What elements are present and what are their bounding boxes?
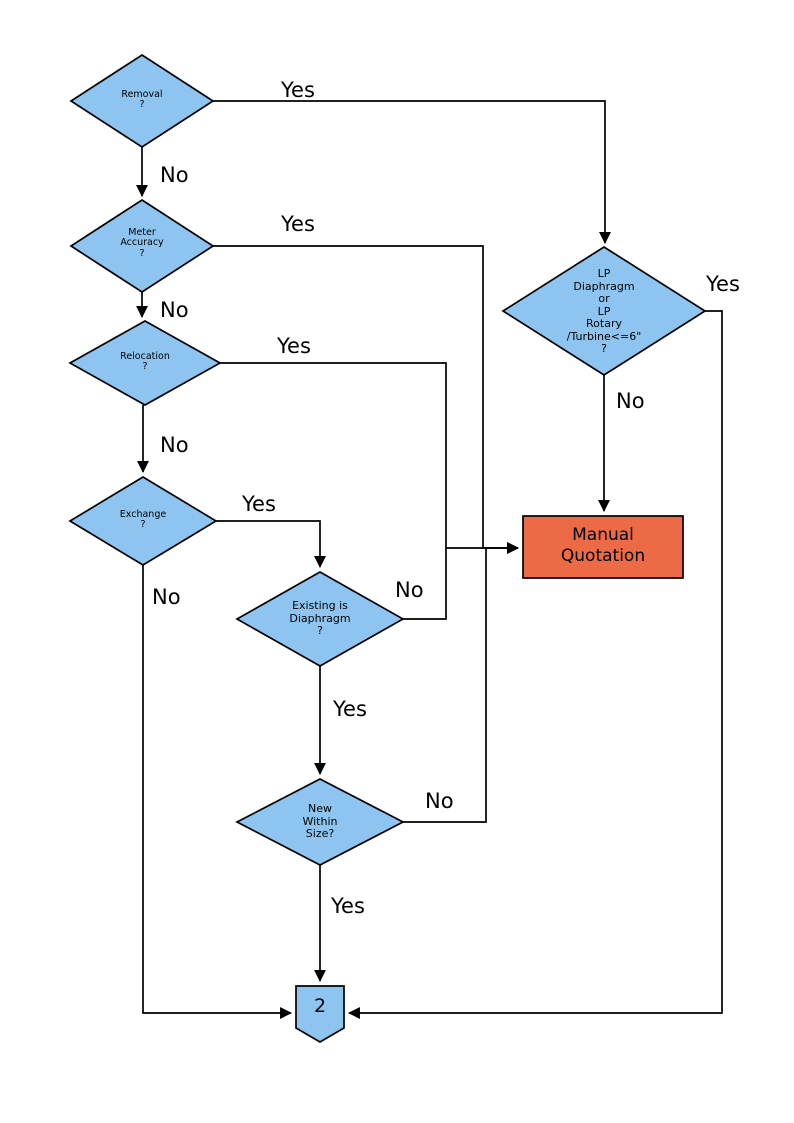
edge-label-new-within-size-yes: Yes <box>331 894 365 918</box>
edge-exchange-no-to-connector-2 <box>142 565 292 1019</box>
edge-label-removal-yes: Yes <box>281 78 315 102</box>
connector-2-shape[interactable] <box>295 985 345 1043</box>
edge-layer <box>136 100 723 1019</box>
edge-label-meter-accuracy-no: No <box>160 298 189 322</box>
edge-label-new-within-size-no: No <box>425 789 454 813</box>
node-layer <box>68 53 707 1043</box>
decision-existing-is-diaphragm[interactable] <box>235 571 405 667</box>
decision-exchange[interactable] <box>68 476 218 566</box>
decision-relocation[interactable] <box>68 320 222 406</box>
edge-label-existing-is-diaphragm-no: No <box>395 578 424 602</box>
decision-new-within-size[interactable] <box>235 778 405 866</box>
decision-lp-diaphragm-or-rotary[interactable] <box>501 245 707 377</box>
edge-new-within-size-no-to-manual-quotation <box>403 548 487 823</box>
process-manual-quotation[interactable] <box>522 515 684 579</box>
edge-exchange-yes-to-existing-is-diaphragm <box>216 520 326 568</box>
edge-label-relocation-no: No <box>160 433 189 457</box>
decision-meter-accuracy[interactable] <box>69 198 215 294</box>
edge-removal-yes-to-lp <box>213 100 611 244</box>
decision-removal[interactable] <box>69 53 215 149</box>
edge-lp-yes-to-connector-2 <box>348 310 723 1019</box>
edge-label-relocation-yes: Yes <box>277 334 311 358</box>
edge-label-lp-yes: Yes <box>706 272 740 296</box>
edge-label-lp-no: No <box>616 389 645 413</box>
edge-label-meter-accuracy-yes: Yes <box>281 212 315 236</box>
edge-label-removal-no: No <box>160 163 189 187</box>
edge-existing-is-diaphragm-no-to-manual-quotation <box>403 548 447 620</box>
edge-label-existing-is-diaphragm-yes: Yes <box>333 697 367 721</box>
edge-label-exchange-no: No <box>152 585 181 609</box>
edge-label-exchange-yes: Yes <box>242 492 276 516</box>
edge-relocation-yes-to-manual-quotation <box>220 362 519 554</box>
